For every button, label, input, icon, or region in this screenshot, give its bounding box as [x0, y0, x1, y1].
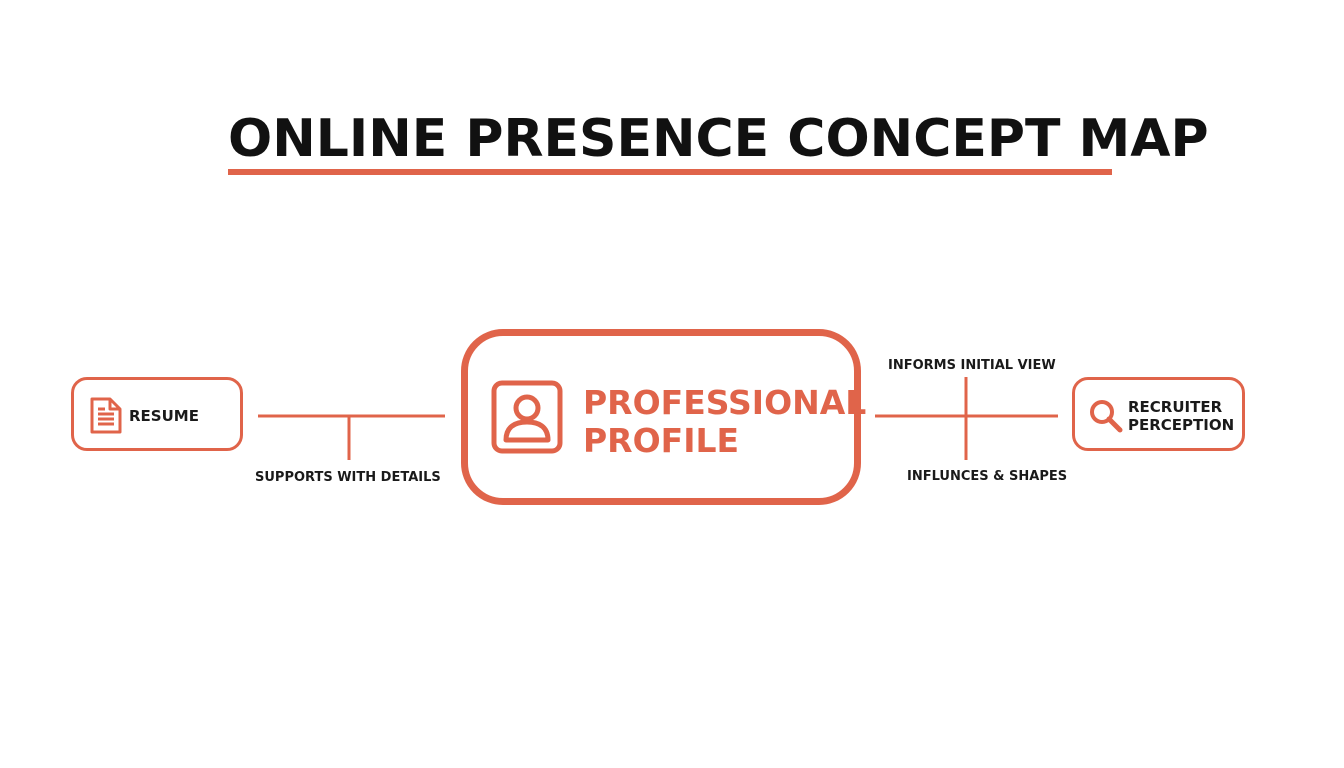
professional-profile-node[interactable]: PROFESSIONAL PROFILE [461, 329, 866, 505]
recruiter-label-line2: PERCEPTION [1128, 416, 1235, 434]
title-underline [228, 169, 1112, 175]
diagram-title: ONLINE PRESENCE CONCEPT MAP [228, 109, 1209, 169]
document-icon [90, 397, 122, 434]
professional-profile-label: PROFESSIONAL PROFILE [583, 384, 866, 460]
resume-node[interactable]: RESUME [71, 377, 243, 451]
professional-profile-line2: PROFILE [583, 421, 740, 460]
supports-edge-label: SUPPORTS WITH DETAILS [255, 470, 441, 485]
search-icon [1090, 400, 1123, 433]
user-profile-icon [491, 380, 563, 454]
influences-edge-label: INFLUNCES & SHAPES [907, 469, 1068, 484]
resume-label: RESUME [129, 407, 199, 425]
recruiter-perception-node[interactable]: RECRUITER PERCEPTION [1072, 377, 1245, 451]
informs-edge-label: INFORMS INITIAL VIEW [888, 358, 1056, 373]
recruiter-label-line1: RECRUITER [1128, 398, 1223, 416]
professional-profile-line1: PROFESSIONAL [583, 383, 867, 422]
